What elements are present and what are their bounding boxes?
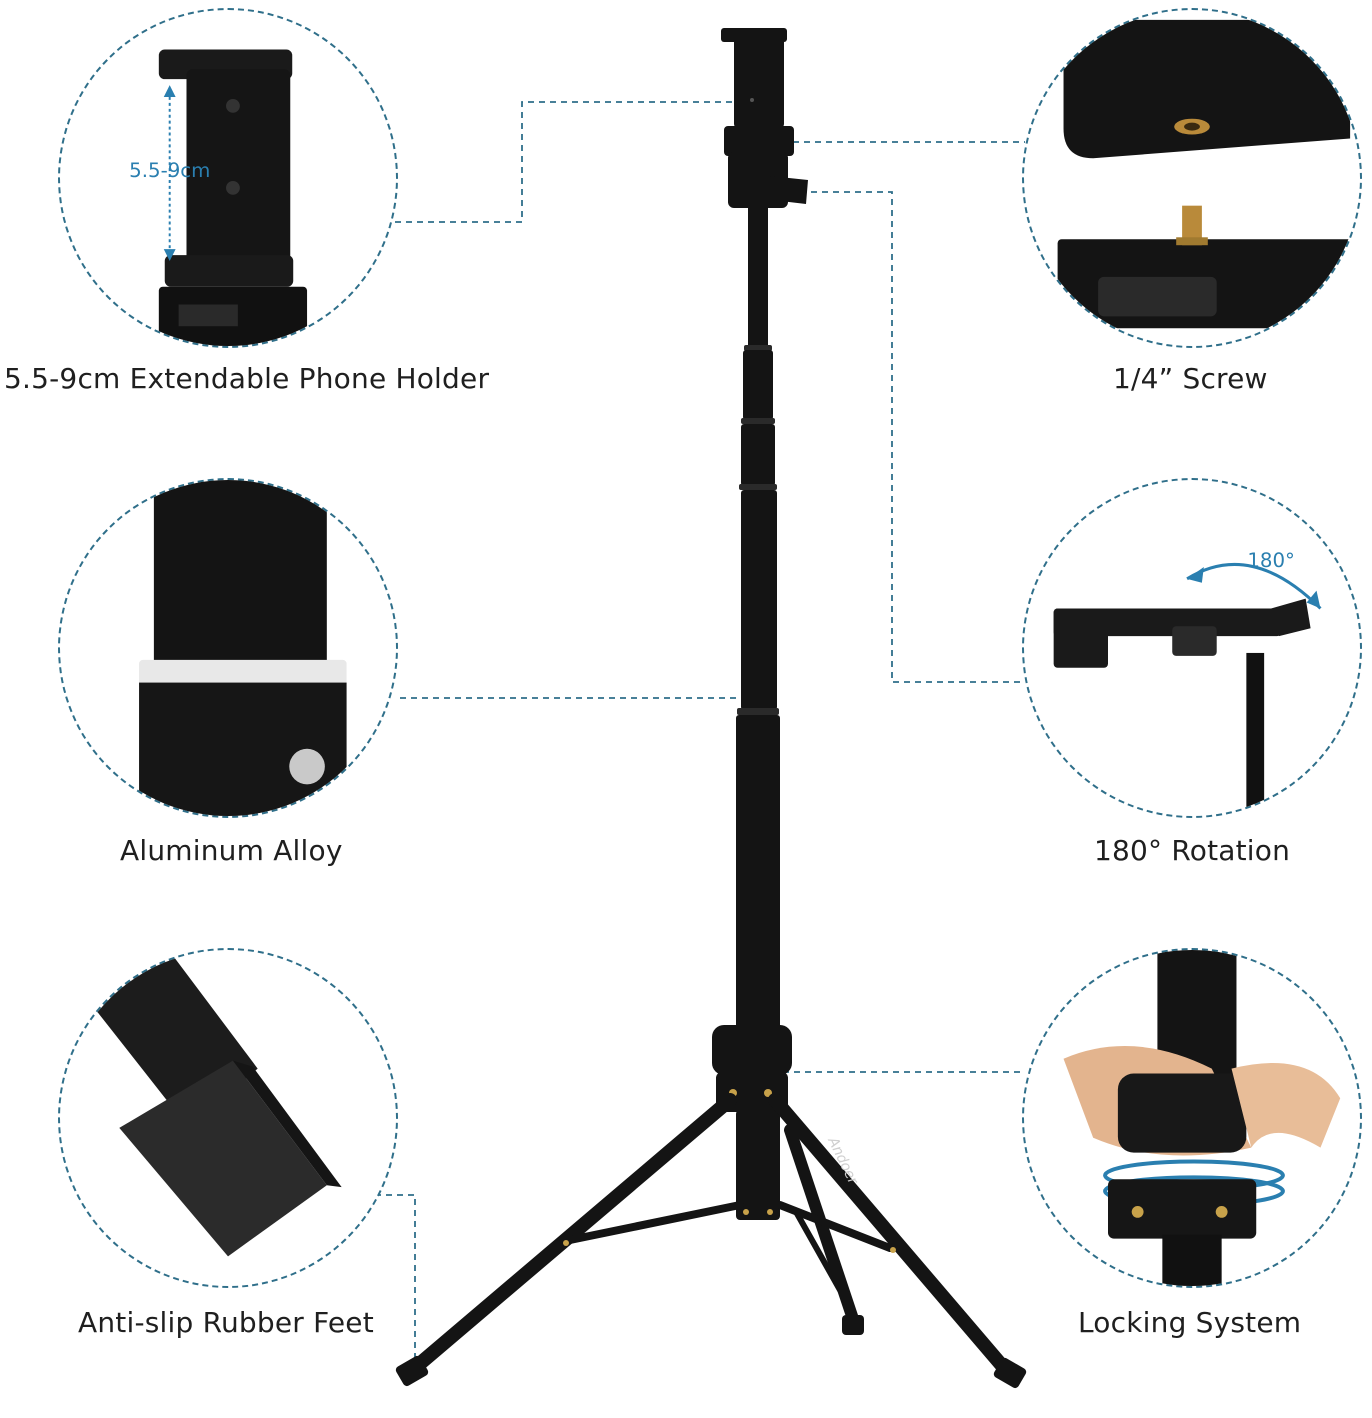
- detail-circle-locking: [1022, 948, 1362, 1288]
- callout-line-rotation: [778, 191, 1025, 683]
- caption-locking: Locking System: [1078, 1306, 1302, 1339]
- detail-circle-screw: [1022, 8, 1362, 348]
- callout-line-phone-holder: [395, 101, 748, 223]
- callout-line-feet: [375, 1194, 416, 1360]
- detail-circle-feet: [58, 948, 398, 1288]
- detail-circle-rotation: 180°: [1022, 478, 1362, 818]
- locking-collar: [712, 1025, 792, 1220]
- caption-alloy: Aluminum Alloy: [120, 834, 343, 867]
- detail-circle-alloy: [58, 478, 398, 818]
- phone-clamp: [721, 28, 808, 208]
- caption-phone-holder: 5.5-9cm Extendable Phone Holder: [4, 362, 490, 395]
- caption-screw: 1/4” Screw: [1113, 362, 1268, 395]
- detail-circle-phone-holder: 5.5-9cm: [58, 8, 398, 348]
- callout-lines: [375, 101, 1025, 1360]
- holder-range-annotation: 5.5-9cm: [129, 159, 210, 182]
- rotation-angle-annotation: 180°: [1247, 549, 1295, 572]
- tripod-legs: [403, 1093, 1017, 1382]
- caption-feet: Anti-slip Rubber Feet: [78, 1306, 374, 1339]
- pole: [736, 205, 780, 1035]
- caption-rotation: 180° Rotation: [1094, 834, 1291, 867]
